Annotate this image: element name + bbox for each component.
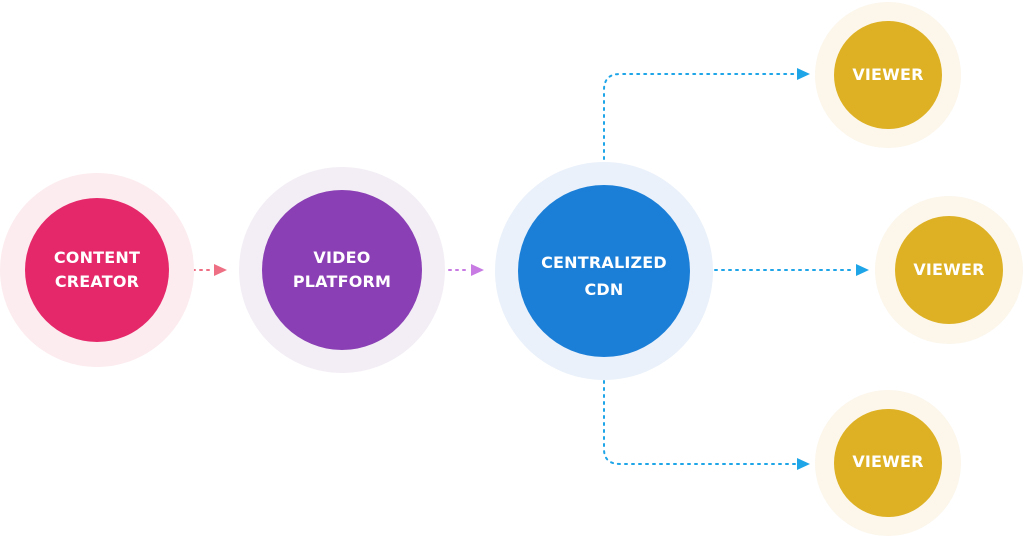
video-platform-node bbox=[239, 167, 445, 373]
platform-to-cdn-arrowhead bbox=[471, 264, 484, 276]
viewer-middle-circle bbox=[895, 216, 1003, 324]
centralized-cdn-circle bbox=[518, 185, 690, 357]
cdn-to-viewer-top-connector bbox=[603, 73, 797, 181]
viewer-middle-node bbox=[875, 196, 1023, 344]
viewer-top-node bbox=[815, 2, 961, 148]
viewer-bottom-circle bbox=[834, 409, 942, 517]
content-creator-circle bbox=[25, 198, 169, 342]
cdn-to-viewer-bottom-arrowhead bbox=[797, 458, 810, 470]
creator-to-platform-arrowhead bbox=[214, 264, 227, 276]
viewer-top-circle bbox=[834, 21, 942, 129]
centralized-cdn-node bbox=[495, 162, 713, 380]
content-creator-node bbox=[0, 173, 194, 367]
viewer-bottom-node bbox=[815, 390, 961, 536]
cdn-to-viewer-middle-arrowhead bbox=[856, 264, 869, 276]
cdn-to-viewer-top-arrowhead bbox=[797, 68, 810, 80]
cdn-to-viewer-bottom-connector bbox=[603, 359, 797, 465]
video-platform-circle bbox=[262, 190, 422, 350]
